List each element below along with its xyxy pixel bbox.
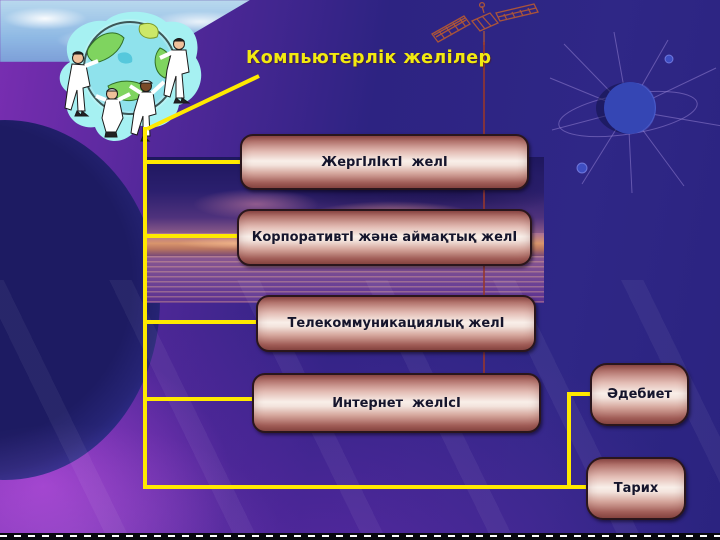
- node-label: Әдебиет: [607, 387, 672, 402]
- globe-people-clipart: [59, 11, 202, 142]
- node-local-network[interactable]: ЖергІлІктІ желІ: [240, 134, 529, 190]
- node-literature[interactable]: Әдебиет: [590, 363, 689, 426]
- node-label: ЖергІлІктІ желІ: [321, 154, 448, 170]
- dashed-cut-line: [0, 535, 720, 537]
- node-label: Тарих: [613, 481, 659, 496]
- node-telecommunication-network[interactable]: Телекоммуникациялық желІ: [256, 295, 536, 352]
- node-corporate-regional-network[interactable]: КорпоративтІ және аймақтық желІ: [237, 209, 532, 266]
- node-label: Телекоммуникациялық желІ: [287, 316, 505, 331]
- planet-orbit-icon: [549, 31, 720, 194]
- satellite-icon: [431, 1, 539, 45]
- bottom-cut-strip: [0, 533, 720, 540]
- node-history[interactable]: Тарих: [586, 457, 686, 520]
- node-label: Интернет желІсІ: [332, 395, 461, 411]
- slide-title: Компьютерлік желілер: [246, 48, 492, 68]
- node-label: КорпоративтІ және аймақтық желІ: [251, 230, 518, 245]
- node-internet-network[interactable]: Интернет желІсІ: [252, 373, 541, 433]
